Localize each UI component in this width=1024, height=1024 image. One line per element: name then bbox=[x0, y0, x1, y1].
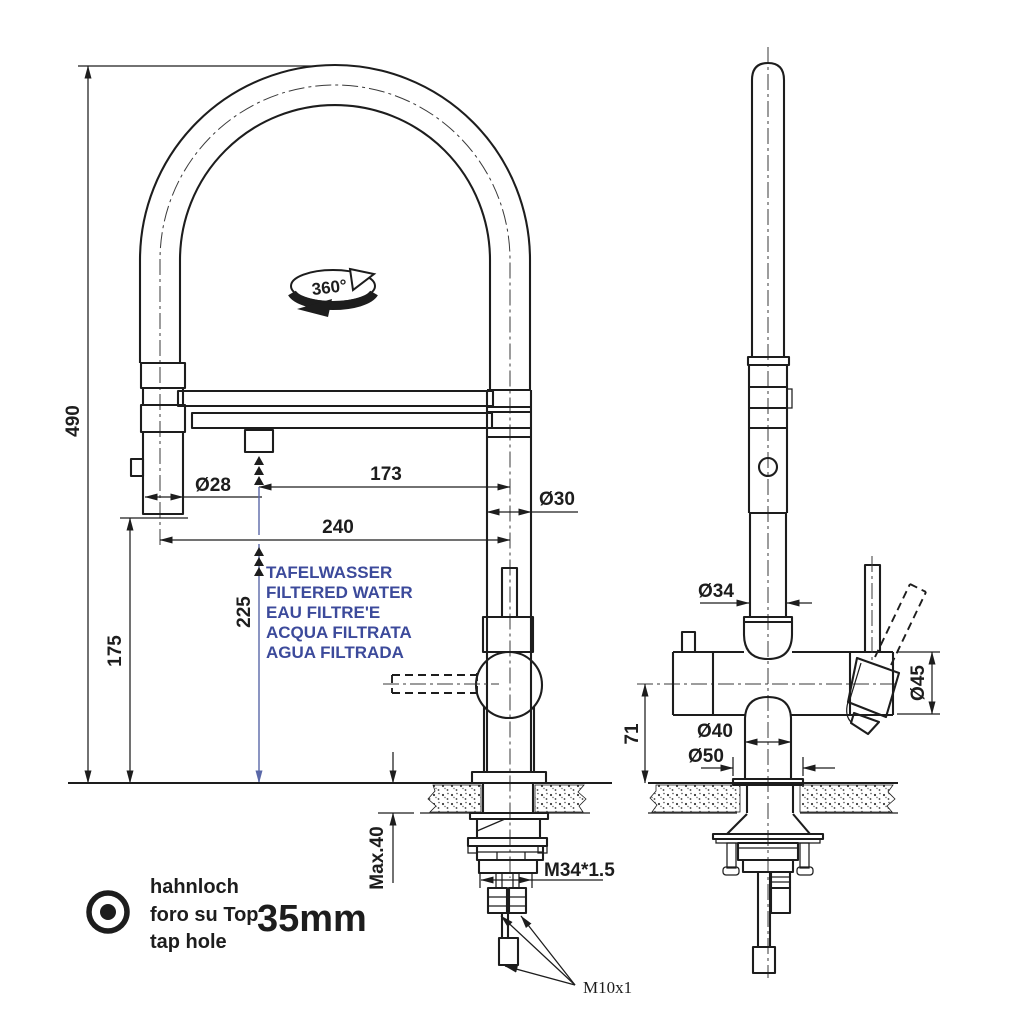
water-label-en: FILTERED WATER bbox=[266, 583, 413, 602]
water-label-de: TAFELWASSER bbox=[266, 563, 392, 582]
tap-hole-label-it: foro su Top bbox=[150, 904, 259, 926]
undercounter-mount-front bbox=[466, 811, 550, 888]
tap-hole-size: 35mm bbox=[257, 898, 367, 940]
dim-flange-diameter: Ø50 bbox=[688, 746, 835, 776]
front-centerline bbox=[159, 84, 511, 878]
dim-175-label: 175 bbox=[105, 635, 126, 667]
countertop-front bbox=[68, 781, 612, 814]
side-handle-hidden bbox=[383, 673, 499, 695]
dim-shank-thread: M34*1.5 bbox=[479, 860, 615, 888]
filtered-water-labels: TAFELWASSER FILTERED WATER EAU FILTRE'E … bbox=[266, 563, 413, 662]
dim-o30-label: Ø30 bbox=[539, 489, 575, 510]
front-view: 490 360° bbox=[63, 64, 632, 997]
dim-total-height: 490 bbox=[63, 65, 316, 784]
spray-holder-tube bbox=[742, 61, 794, 661]
dim-490-label: 490 bbox=[63, 405, 84, 437]
valve-body bbox=[671, 630, 895, 717]
spray-head bbox=[129, 361, 187, 516]
dim-o40-label: Ø40 bbox=[697, 721, 733, 742]
body-stub bbox=[680, 630, 697, 654]
side-view: Ø34 Ø40 Ø50 bbox=[622, 47, 940, 978]
dim-holder-diameter: Ø34 bbox=[698, 581, 812, 607]
dim-column-diameter: Ø30 bbox=[486, 489, 578, 516]
dim-o50-label: Ø50 bbox=[688, 746, 724, 767]
dim-173-label: 173 bbox=[370, 464, 402, 485]
dim-240-label: 240 bbox=[322, 517, 354, 538]
handle-side bbox=[846, 556, 927, 736]
dim-body-height: 71 bbox=[622, 683, 649, 784]
tap-hole-label-de: hahnloch bbox=[150, 876, 239, 898]
spout-arch bbox=[138, 64, 532, 390]
holder-hole bbox=[757, 456, 779, 478]
dim-lower-column-diameter: Ø40 bbox=[697, 721, 792, 746]
countertop-side bbox=[648, 781, 898, 814]
dim-m10-label: M10x1 bbox=[583, 978, 632, 997]
tap-hole-icon bbox=[86, 890, 130, 934]
rotation-360-icon: 360° bbox=[288, 267, 378, 317]
tap-hole-note: hahnloch foro su Top tap hole 35mm bbox=[86, 876, 367, 953]
dim-handle-diameter: Ø45 bbox=[897, 651, 940, 715]
dim-m34-label: M34*1.5 bbox=[544, 860, 615, 881]
dim-head-height: 175 bbox=[105, 517, 188, 784]
dim-225-label: 225 bbox=[234, 596, 255, 628]
dim-outlet-offset: 173 bbox=[258, 464, 511, 491]
support-bars bbox=[176, 389, 495, 454]
spray-button bbox=[129, 457, 145, 478]
water-label-fr: EAU FILTRE'E bbox=[266, 603, 380, 622]
dim-o45-label: Ø45 bbox=[908, 665, 929, 701]
dim-spout-reach: 240 bbox=[159, 517, 511, 544]
dim-o34-label: Ø34 bbox=[698, 581, 734, 602]
dim-max40-label: Max.40 bbox=[367, 826, 388, 889]
hose-connectors-front bbox=[486, 886, 528, 967]
dim-spray-head-diameter: Ø28 bbox=[144, 475, 262, 501]
handle-cone bbox=[846, 656, 901, 719]
dim-counter-thickness: Max.40 bbox=[367, 752, 414, 890]
water-label-it: ACQUA FILTRATA bbox=[266, 623, 412, 642]
undercounter-mount-side bbox=[711, 813, 825, 975]
rotation-label: 360° bbox=[311, 276, 348, 299]
water-label-es: AGUA FILTRADA bbox=[266, 643, 404, 662]
dim-o28-label: Ø28 bbox=[195, 475, 231, 496]
ball-joint bbox=[474, 650, 544, 720]
dim-hose-thread: M10x1 bbox=[500, 915, 632, 997]
dim-71-label: 71 bbox=[622, 723, 643, 745]
dim-outlet-height: 225 bbox=[234, 456, 264, 784]
tap-hole-label-en: tap hole bbox=[150, 931, 227, 953]
aerator-outlet bbox=[243, 428, 275, 454]
